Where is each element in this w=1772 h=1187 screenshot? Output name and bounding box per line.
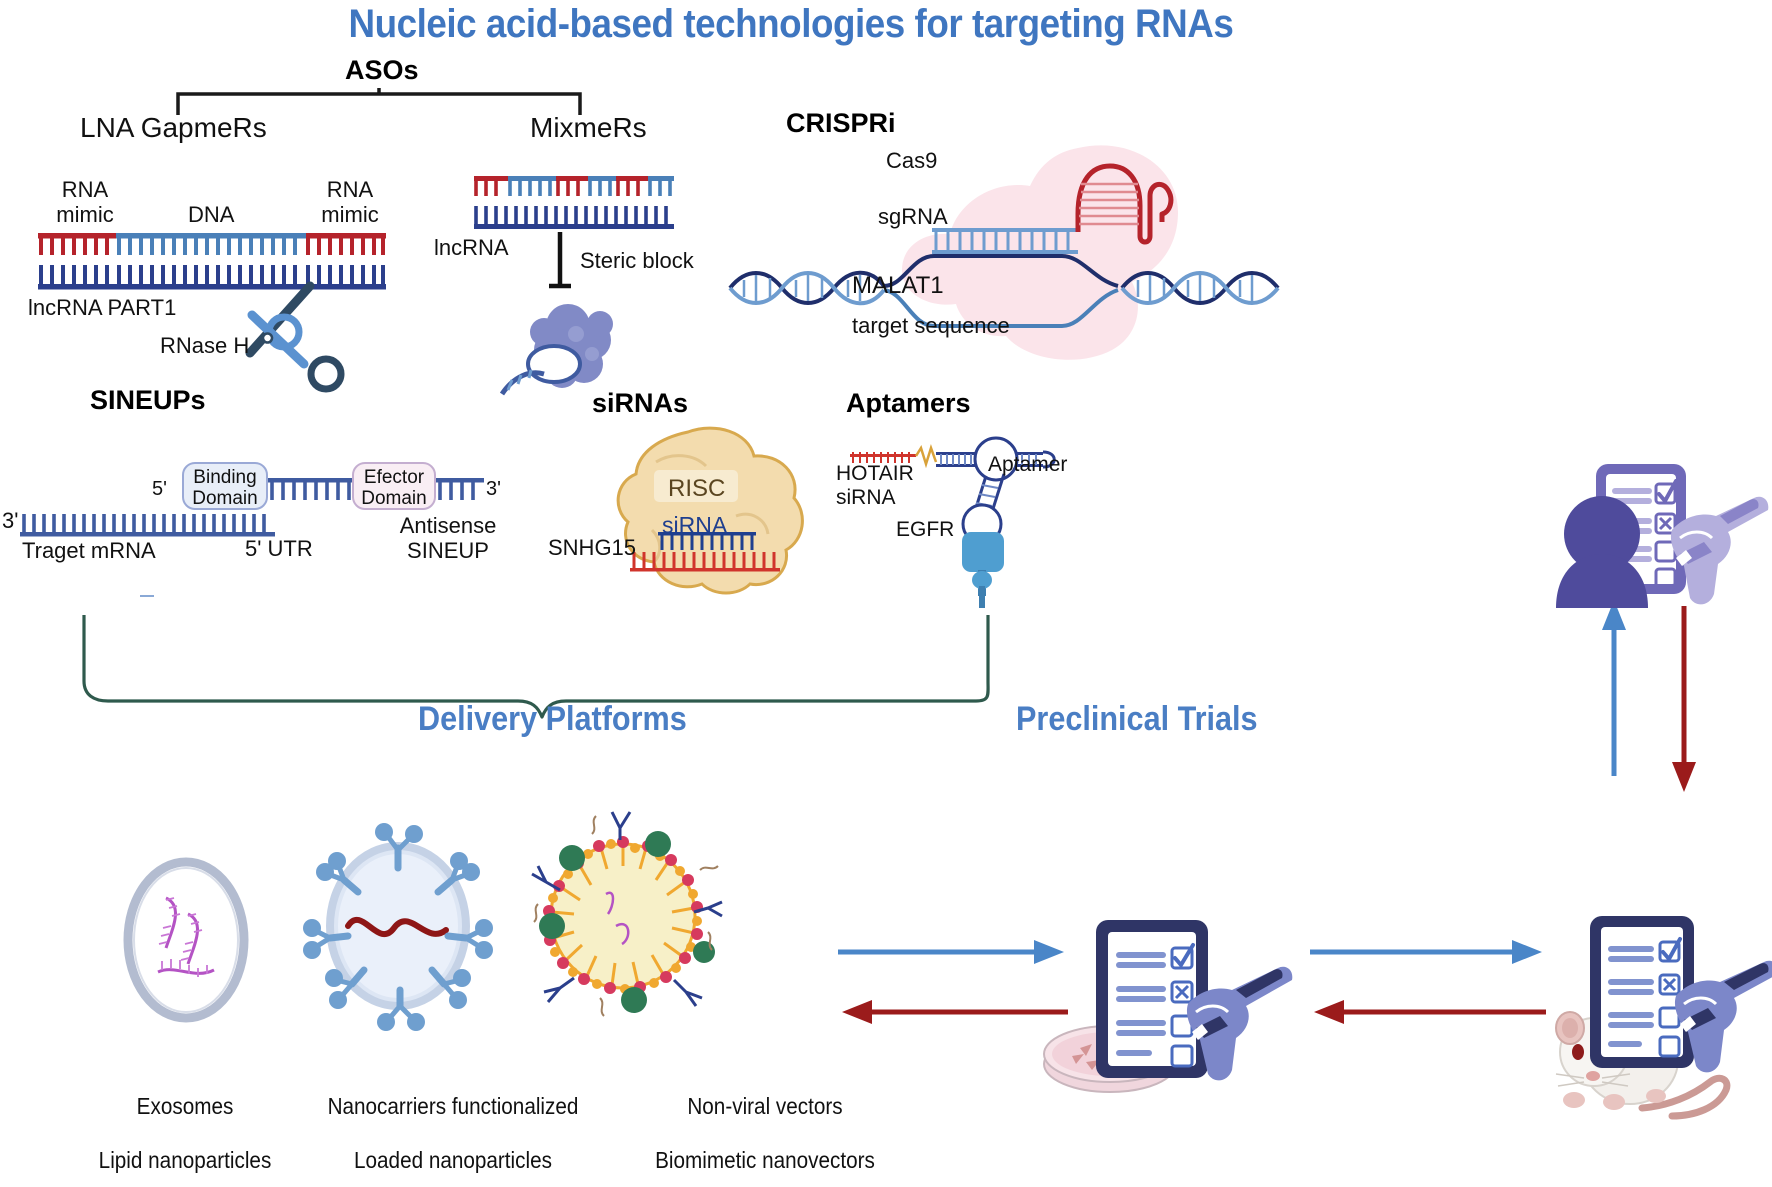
gapmer-target-label: lncRNA PART1 (28, 295, 177, 320)
platform-label-exosome-l2: Lipid nanoparticles (98, 1147, 272, 1173)
steric-block-label: Steric block (580, 248, 694, 273)
platform-label-nonviral-l2: Biomimetic nanovectors (655, 1147, 875, 1173)
platform-label-exosome: Exosomes (55, 1093, 316, 1120)
platform-sub-nanocarrier: Loaded nanoparticles (278, 1147, 629, 1174)
crispri-title: CRISPRi (786, 108, 896, 138)
hotair-label-l1: HOTAIR (836, 462, 914, 485)
crispri-complex-icon (728, 145, 1280, 360)
clipboard-checklist-icon-invivo (1590, 916, 1772, 1073)
mixmer-target-label: lncRNA (434, 235, 509, 260)
gapmer-duplex-icon (38, 233, 386, 290)
aptamer-label: Aptamer (988, 453, 1068, 476)
steric-block-inhibit-icon (549, 232, 571, 289)
sineup-three-prime-right: 3' (486, 478, 501, 500)
hotair-sirna-label: HOTAIR siRNA (836, 462, 940, 509)
cas9-label: Cas9 (886, 148, 938, 173)
mixmer-duplex-icon (474, 176, 674, 229)
platform-label-nanocarrier-l2: Loaded nanoparticles (354, 1147, 552, 1173)
arrow-invivo-to-invitro (1314, 1000, 1546, 1024)
delivery-convergence-brace (82, 615, 990, 719)
aptamers-title: Aptamers (846, 388, 971, 418)
arrow-invitro-to-invivo (1310, 940, 1542, 964)
sirnas-title: siRNAs (592, 388, 689, 418)
delivery-platforms-heading: Delivery Platforms (418, 700, 687, 738)
risc-complex-icon (616, 426, 804, 595)
platform-label-nonviral: Non-viral vectors (617, 1093, 914, 1120)
effector-domain-l2: Domain (361, 487, 427, 509)
gapmer-left-label-l1: RNA (61, 177, 109, 202)
sineup-utr-label: 5' UTR (245, 536, 313, 561)
snhg15-label: SNHG15 (548, 535, 637, 560)
sgrna-label: sgRNA (878, 204, 948, 229)
gapmer-right-label-l2: mimic (321, 201, 379, 227)
sineup-tick-mark (140, 595, 154, 597)
gapmer-middle-label: DNA (188, 202, 235, 227)
aso-group-label: ASOs (345, 55, 419, 85)
sirna-label: siRNA (662, 512, 728, 538)
effector-domain-l1: Efector (363, 467, 425, 488)
sineup-antisense-l1: Antisense (399, 513, 497, 538)
effector-domain-box: Efector Domain (352, 462, 436, 510)
nanocarrier-icon (303, 823, 493, 1031)
arrow-delivery-to-invitro (838, 940, 1064, 964)
platform-label-exosome-l1: Exosomes (136, 1093, 234, 1119)
sineup-linker-strand-2 (436, 478, 484, 500)
binding-domain-box: Binding Domain (182, 462, 268, 510)
sineup-five-prime: 5' (152, 478, 167, 500)
gapmer-left-label: RNA mimic (40, 177, 130, 227)
sineup-linker-strand-1 (268, 478, 354, 500)
rnase-h-scissors-icon (245, 281, 345, 393)
patient-clipboard-icon (1556, 464, 1769, 608)
figure-title: Nucleic acid-based technologies for targ… (348, 2, 1234, 46)
rnase-h-label: RNase H (160, 333, 250, 358)
binding-domain-l2: Domain (192, 487, 258, 509)
platform-sub-exosome: Lipid nanoparticles (55, 1147, 316, 1174)
sineups-title: SINEUPs (90, 385, 206, 415)
platform-label-nanocarrier: Nanocarriers functionalized (278, 1093, 629, 1120)
platform-label-nonviral-l1: Non-viral vectors (687, 1093, 843, 1119)
gapmer-right-label: RNA mimic (305, 177, 395, 227)
sineup-antisense-label: Antisense SINEUP (388, 513, 508, 563)
malat1-gene-label: MALAT1 (852, 272, 944, 299)
aso-bracket (176, 88, 582, 115)
sineup-three-prime-left: 3' (2, 508, 19, 533)
preclinical-trials-heading: Preclinical Trials (1016, 700, 1258, 738)
exosome-icon (123, 857, 249, 1023)
risc-label: RISC (668, 475, 726, 502)
non-viral-vector-icon (531, 811, 723, 1017)
aso-branch-label-mixmer: MixmeRs (530, 112, 647, 143)
ribosome-icon (499, 304, 613, 396)
platform-label-nanocarrier-l1: Nanocarriers functionalized (327, 1093, 579, 1119)
clipboard-checklist-icon-invitro (1096, 920, 1293, 1081)
target-sequence-label: target sequence (852, 313, 1010, 338)
arrow-invitro-to-delivery (842, 1000, 1068, 1024)
sineup-target-mrna-icon (20, 514, 275, 537)
aptamer-conjugate-icon (850, 436, 1056, 608)
hotair-label-l2: siRNA (836, 485, 896, 509)
arrow-invivo-to-patient (1602, 600, 1626, 776)
sineup-antisense-l2: SINEUP (407, 537, 489, 563)
gapmer-right-label-l1: RNA (326, 177, 374, 202)
egfr-label: EGFR (896, 518, 955, 541)
binding-domain-l1: Binding (193, 467, 257, 488)
platform-sub-nonviral: Biomimetic nanovectors (617, 1147, 914, 1174)
sineup-target-mrna-label: Traget mRNA (22, 538, 156, 563)
aso-branch-label-lna: LNA GapmeRs (80, 112, 267, 143)
gapmer-left-label-l2: mimic (56, 201, 114, 227)
arrow-patient-to-invivo (1672, 606, 1696, 792)
